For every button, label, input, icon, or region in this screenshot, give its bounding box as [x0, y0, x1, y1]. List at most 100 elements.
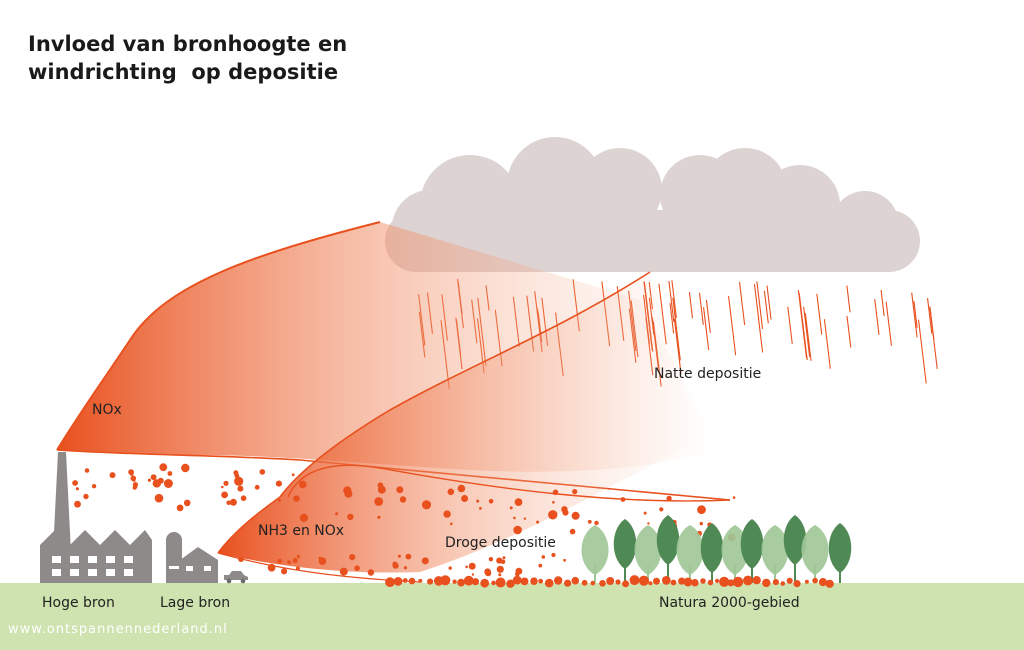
particle	[154, 493, 164, 503]
surface-particle	[564, 579, 572, 587]
surface-particle	[812, 577, 818, 584]
particle	[238, 556, 244, 562]
rain-streak	[787, 306, 793, 344]
particle	[513, 516, 516, 520]
watermark-url[interactable]: www.ontspannennederland.nl	[8, 622, 228, 637]
rain-streak	[880, 289, 885, 317]
particle	[234, 476, 244, 486]
particle	[347, 513, 354, 521]
title-line-2: windrichting op depositie	[28, 60, 339, 84]
particle	[84, 468, 90, 473]
particle	[447, 488, 455, 496]
rain-cloud	[385, 137, 920, 272]
tree-crown	[783, 515, 807, 565]
particle	[699, 521, 703, 526]
surface-particle	[700, 578, 706, 584]
rain-streak	[823, 319, 831, 369]
surface-particle	[825, 579, 834, 588]
label-natura-2000: Natura 2000-gebied	[659, 595, 800, 611]
rain-streak	[753, 284, 760, 320]
particle	[349, 554, 356, 561]
particle	[75, 487, 79, 491]
surface-particle	[544, 578, 554, 588]
particle	[476, 499, 480, 503]
surface-particle	[538, 578, 544, 584]
rain-streak	[738, 281, 746, 326]
rain-streak	[913, 301, 918, 328]
particle	[83, 493, 89, 500]
surface-particle	[691, 579, 699, 587]
particle	[551, 552, 556, 558]
factory-icon	[40, 452, 152, 583]
tree-crown	[828, 523, 852, 573]
rain-streak	[798, 293, 808, 361]
particle	[72, 480, 78, 486]
particle	[281, 568, 288, 575]
surface-particle	[661, 576, 671, 585]
surface-particle	[463, 575, 474, 586]
particle	[374, 497, 384, 506]
rain-streak	[672, 297, 681, 361]
surface-particle	[818, 578, 828, 587]
surface-particle	[727, 579, 735, 587]
particle	[421, 500, 432, 510]
farm-windows	[169, 566, 211, 571]
surface-particle	[440, 575, 451, 586]
surface-particle	[707, 579, 714, 586]
rain-streak	[929, 307, 935, 340]
label-nh3-en-nox: NH3 en NOx	[258, 523, 345, 539]
rain-streak	[803, 306, 811, 357]
plume-inner-edge	[287, 464, 731, 502]
surface-particle	[793, 580, 801, 588]
rain-streak	[727, 296, 737, 356]
rain-streak	[763, 290, 769, 324]
particle	[269, 568, 274, 572]
particle	[287, 560, 291, 565]
particle	[183, 499, 191, 507]
particle	[488, 557, 494, 562]
rain-streak	[885, 301, 892, 346]
rain-streak	[673, 318, 682, 375]
particle	[377, 485, 386, 494]
surface-particle	[780, 581, 786, 586]
particle	[479, 507, 482, 510]
particle	[181, 463, 190, 473]
surface-particle	[670, 579, 677, 586]
ground	[0, 583, 1024, 650]
surface-particle	[471, 578, 480, 586]
particle	[450, 522, 453, 526]
rain-streak	[766, 285, 772, 320]
particle	[457, 484, 466, 493]
tree-crown	[700, 523, 724, 573]
particle	[643, 511, 647, 515]
particle	[130, 472, 134, 476]
particle	[496, 565, 504, 573]
rain-streak	[705, 299, 711, 333]
particle	[292, 557, 298, 564]
particle	[562, 509, 569, 516]
particle	[397, 554, 401, 558]
particle	[147, 478, 151, 482]
surface-particle	[615, 579, 621, 585]
tree-crown	[740, 519, 764, 569]
particle	[354, 565, 360, 571]
surface-particle	[590, 580, 596, 586]
particle	[167, 471, 173, 476]
surface-particle	[457, 578, 465, 587]
particle	[91, 484, 97, 489]
particle	[468, 562, 476, 570]
particle	[237, 485, 244, 492]
natura-2000-trees	[581, 515, 852, 583]
label-droge-depositie: Droge depositie	[445, 535, 556, 551]
rain-streak	[918, 319, 927, 384]
particle	[538, 563, 543, 568]
particle	[159, 463, 168, 472]
surface-particle	[629, 575, 640, 586]
rain-streak	[668, 280, 675, 322]
particle	[267, 563, 276, 572]
rain-streak	[911, 292, 918, 338]
particle	[666, 495, 672, 502]
factory-windows	[52, 556, 133, 576]
particle	[399, 496, 407, 503]
